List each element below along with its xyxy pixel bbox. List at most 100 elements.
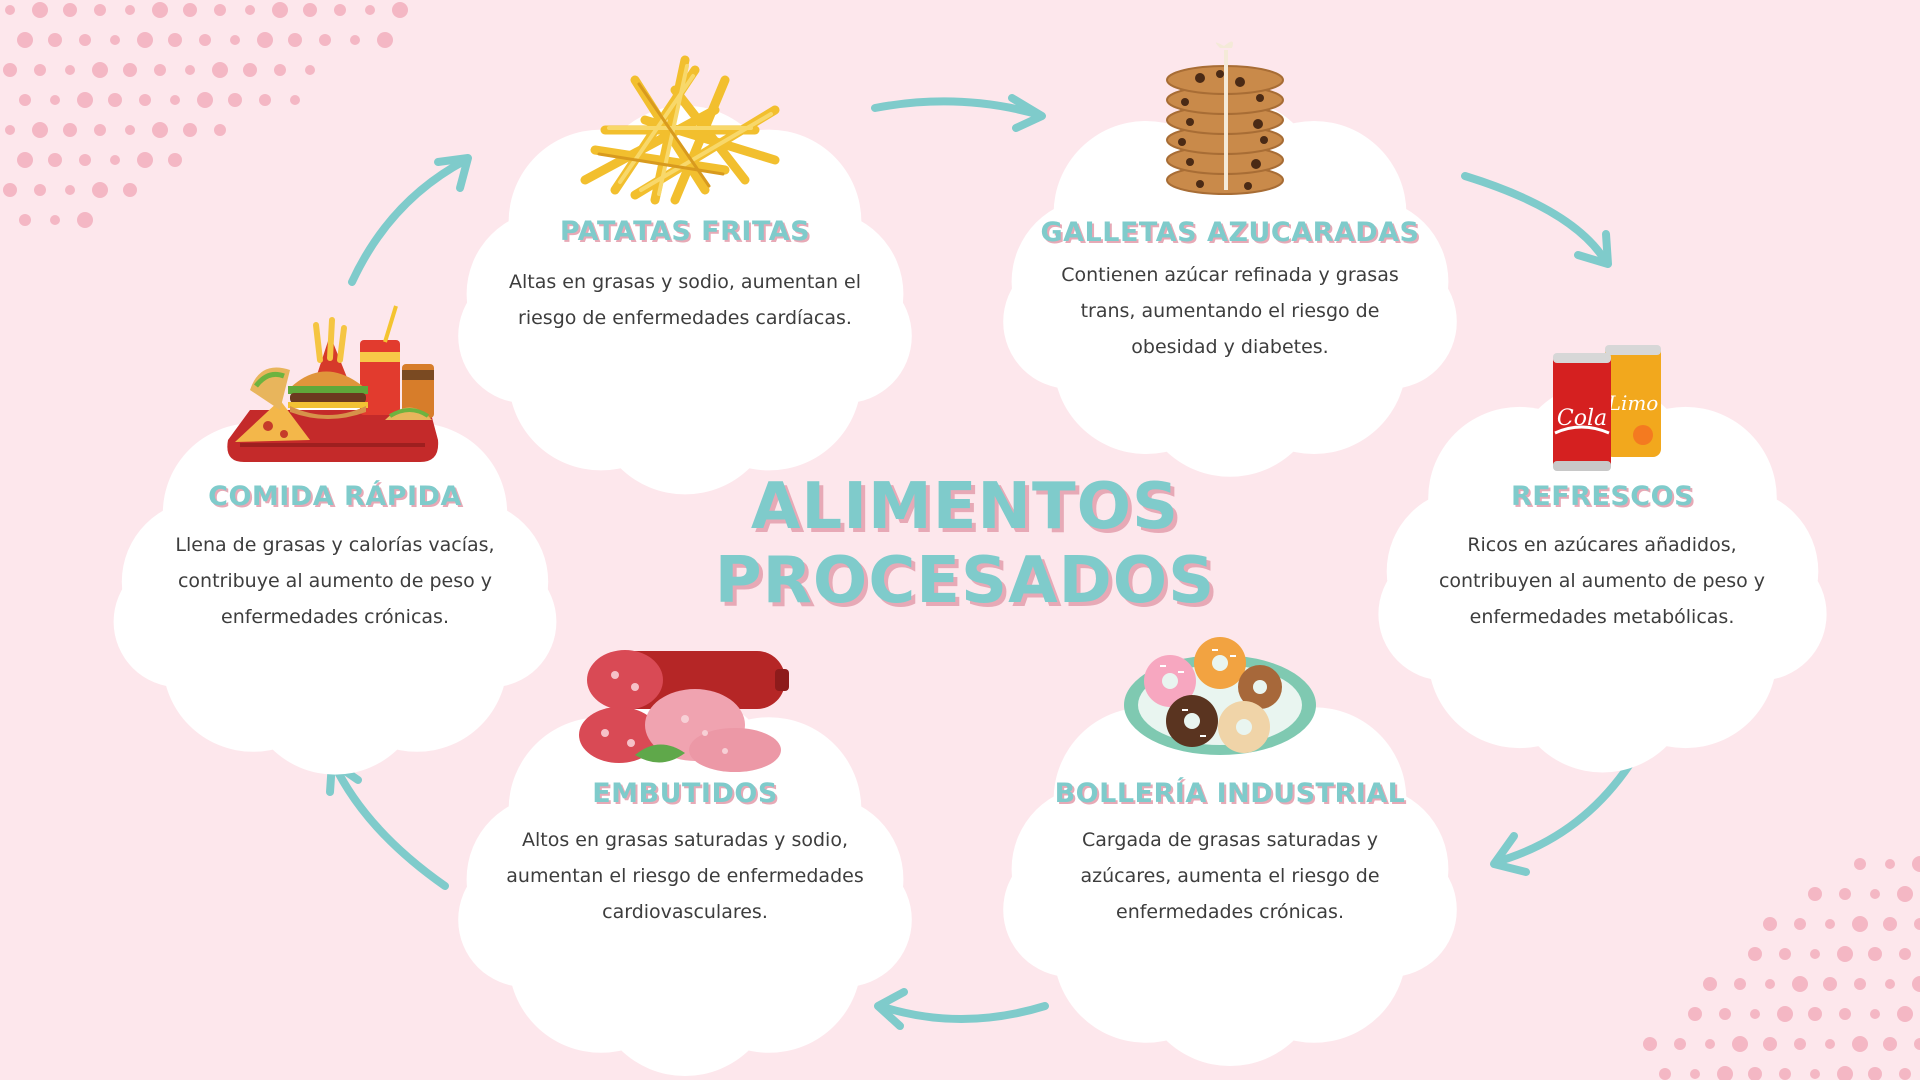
decor-dot (1883, 1037, 1897, 1051)
decor-dot (123, 183, 137, 197)
decor-dot (1748, 1067, 1762, 1080)
decor-dot (257, 32, 273, 48)
decor-dot (183, 3, 197, 17)
decor-dot (212, 62, 228, 78)
cloud-shape (1003, 684, 1457, 1066)
decor-dot (50, 215, 60, 225)
decor-dot (19, 214, 31, 226)
decor-dot (185, 65, 195, 75)
card-description: Cargada de grasas saturadas y azúcares, … (1035, 822, 1425, 930)
decor-dot (32, 122, 48, 138)
desc-line: Contienen azúcar refinada y grasas (1061, 264, 1399, 286)
card-description: Contienen azúcar refinada y grasas trans… (1035, 257, 1425, 365)
decor-dot (139, 94, 151, 106)
decor-dot (34, 64, 46, 76)
card-title: REFRESCOS (1510, 481, 1695, 512)
decor-dot (1777, 1006, 1793, 1022)
decor-dot (1912, 856, 1920, 872)
decor-dot (1719, 1008, 1731, 1020)
decor-dot (63, 123, 77, 137)
card-bolleria-industrial: BOLLERÍA INDUSTRIAL Cargada de grasas sa… (1003, 684, 1457, 1066)
decor-dot (392, 2, 408, 18)
decor-dot (65, 65, 75, 75)
card-refrescos: REFRESCOS Ricos en azúcares añadidos, co… (1378, 382, 1827, 773)
cloud-shape (458, 105, 912, 495)
decor-dot (168, 153, 182, 167)
cloud-puff (458, 268, 593, 404)
decor-dot (48, 33, 62, 47)
decor-dot (1703, 977, 1717, 991)
desc-line: enfermedades crónicas. (1116, 901, 1344, 923)
decor-dot (1825, 919, 1835, 929)
cloud-puff (1322, 842, 1457, 977)
decor-dot (214, 4, 226, 16)
decor-dot (1750, 1009, 1760, 1019)
decor-dot (350, 35, 360, 45)
card-comida-rapida: COMIDA RÁPIDA Llena de grasas y calorías… (113, 400, 557, 775)
card-title: PATATAS FRITAS (559, 216, 811, 247)
arrow-fastfood-to-fries (348, 154, 472, 286)
arrow-soda-to-bakery (1490, 760, 1634, 876)
decor-dot (1837, 946, 1853, 962)
decor-dot (183, 123, 197, 137)
decor-dot (245, 5, 255, 15)
decor-dot (48, 153, 62, 167)
decor-dot (228, 93, 242, 107)
card-title: COMIDA RÁPIDA (208, 481, 462, 512)
decor-dot (1810, 1069, 1820, 1079)
decor-dot (1732, 1036, 1748, 1052)
decor-dot (230, 35, 240, 45)
decor-dot (1885, 859, 1895, 869)
desc-line: Ricos en azúcares añadidos, (1467, 534, 1737, 556)
cloud-puff (425, 556, 557, 688)
decor-dot (305, 65, 315, 75)
cloud-puff (113, 556, 245, 688)
cloud-puff (592, 891, 778, 1076)
decor-dot (1808, 1007, 1822, 1021)
decor-dot (288, 33, 302, 47)
decor-dot (377, 32, 393, 48)
decor-dot (1792, 976, 1808, 992)
decor-dot (1914, 918, 1920, 930)
decor-dot (1854, 978, 1866, 990)
desc-line: contribuyen al aumento de peso y (1438, 570, 1766, 592)
decor-dot (50, 95, 60, 105)
decor-dot (79, 34, 91, 46)
card-embutidos: EMBUTIDOS Altos en grasas saturadas y so… (458, 694, 912, 1076)
decor-dot (290, 95, 300, 105)
desc-line: riesgo de enfermedades cardíacas. (518, 307, 852, 329)
decor-dot (1717, 1066, 1733, 1080)
card-description: Altos en grasas saturadas y sodio, aumen… (490, 822, 880, 930)
decor-dot (1794, 918, 1806, 930)
desc-line: Altas en grasas y sodio, aumentan el (509, 271, 861, 293)
decor-dot (1839, 1008, 1851, 1020)
decor-dot (1854, 858, 1866, 870)
decor-dot (1659, 1068, 1671, 1080)
decor-dot (1674, 1038, 1686, 1050)
decor-dot (1899, 948, 1911, 960)
cloud-puff (1137, 292, 1323, 477)
decor-dot (1868, 1067, 1882, 1080)
desc-line: azúcares, aumenta el riesgo de (1080, 865, 1380, 887)
cloud-puff (458, 852, 593, 987)
desc-line: enfermedades metabólicas. (1469, 606, 1735, 628)
decor-dot (152, 2, 168, 18)
decor-dot (94, 124, 106, 136)
decor-dot (1852, 916, 1868, 932)
decor-dot (1779, 948, 1791, 960)
decor-dot (94, 4, 106, 16)
decor-dot (1643, 1037, 1657, 1051)
decor-dot (303, 3, 317, 17)
cloud-puff (1322, 254, 1457, 389)
decor-dot (1765, 979, 1775, 989)
cloud-puff (592, 309, 778, 495)
decor-dot (34, 184, 46, 196)
decor-dot (1794, 1038, 1806, 1050)
decor-dot (32, 2, 48, 18)
cloud-puff (1137, 881, 1323, 1066)
decor-dot (1690, 1069, 1700, 1079)
cloud-puff (1378, 547, 1512, 681)
desc-line: Altos en grasas saturadas y sodio, (522, 829, 848, 851)
decor-dot (1870, 1009, 1880, 1019)
